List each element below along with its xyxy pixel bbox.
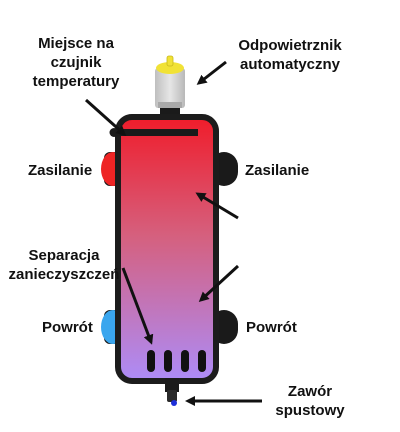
- arrow-center-bottom: [198, 264, 240, 303]
- label-return-right: Powrót: [246, 319, 297, 336]
- arrow-sensor: [84, 98, 127, 137]
- label-auto-air-vent: Odpowietrznik automatyczny: [238, 37, 342, 73]
- label-dirt-separation: Separacja zanieczyszczeń: [8, 247, 120, 283]
- separator-vessel: [115, 114, 219, 384]
- label-return-left: Powrót: [42, 319, 93, 336]
- separation-slots: [147, 350, 206, 372]
- label-supply-left: Zasilanie: [28, 162, 93, 179]
- arrow-center-top: [195, 192, 239, 220]
- pointer-arrows: [84, 60, 262, 406]
- label-drain-valve: Zawór spustowy: [275, 383, 345, 419]
- arrow-separation: [121, 267, 154, 345]
- air-vent: [155, 55, 185, 123]
- label-supply-right: Zasilanie: [245, 162, 310, 179]
- drain-valve: [165, 378, 179, 406]
- arrow-air-vent: [196, 60, 227, 85]
- label-sensor-site: Miejsce na czujnik temperatury: [32, 35, 120, 90]
